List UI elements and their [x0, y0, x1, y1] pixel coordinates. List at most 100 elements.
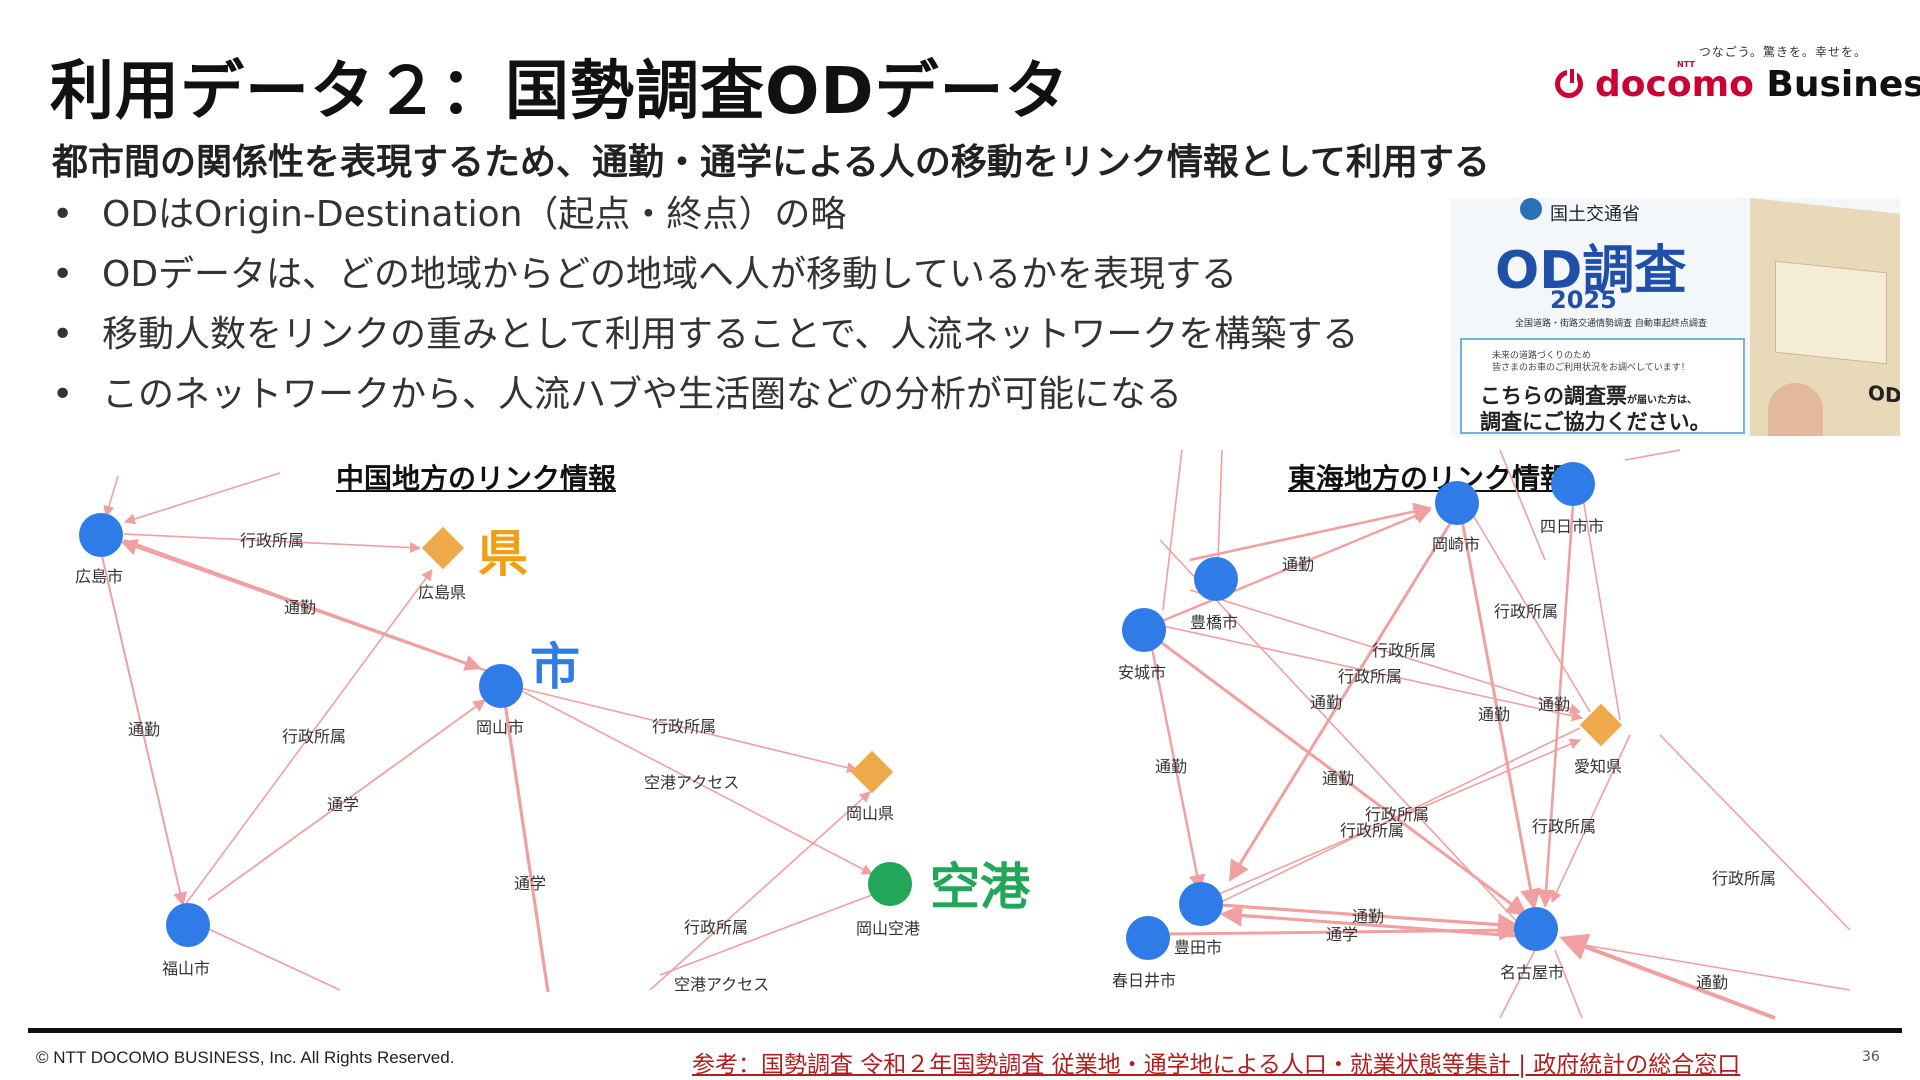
node-okayama-pref	[850, 750, 894, 794]
od-survey-image: 国土交通省 OD調査 2025 全国道路・街路交通情勢調査 自動車起終点調査 未…	[1450, 198, 1900, 436]
edge	[101, 555, 187, 907]
bullet-list: ODはOrigin-Destination（起点・終点）の略 ODデータは、どの…	[52, 190, 1358, 430]
edge-label: 通勤	[1538, 695, 1570, 714]
bullet-item: このネットワークから、人流ハブや生活圏などの分析が可能になる	[52, 370, 1358, 430]
edge-label: 行政所属	[1372, 641, 1436, 660]
page-title: 利用データ２：国勢調査ODデータ	[50, 55, 1070, 129]
edge	[1469, 509, 1591, 713]
node-hiroshima-city	[79, 513, 123, 557]
edge	[1219, 903, 1521, 936]
envelope-label: OD	[1868, 380, 1900, 408]
node-fukuyama-city	[166, 903, 210, 947]
node-label: 豊橋市	[1190, 613, 1238, 632]
edge	[1159, 539, 1521, 926]
tokai-section-title: 東海地方のリンク情報	[1288, 462, 1569, 495]
edge	[1499, 949, 1536, 1019]
edge-label: 通勤	[1155, 757, 1187, 776]
node-label: 豊田市	[1174, 938, 1222, 957]
legend-pref-label: 県	[478, 525, 528, 583]
page-number: 36	[1862, 1049, 1880, 1065]
edge	[123, 472, 281, 525]
edge	[1167, 919, 1521, 941]
node-aichi	[1579, 703, 1623, 747]
node-label: 愛知県	[1574, 757, 1622, 776]
edge	[1624, 449, 1681, 461]
node-okayama-city	[479, 664, 523, 708]
edge-label: 行政所属	[1338, 667, 1402, 686]
hand-image	[1768, 383, 1823, 436]
edge	[1537, 489, 1576, 908]
edge	[1499, 449, 1546, 561]
node-anjo	[1122, 608, 1166, 652]
edge-label: 通勤	[1310, 693, 1342, 712]
edge	[199, 924, 341, 991]
edge	[1551, 734, 1631, 904]
edge-label: 通勤	[128, 720, 160, 739]
edge	[1149, 632, 1528, 917]
edge-label: 行政所属	[282, 727, 346, 746]
legend-city-label: 市	[530, 638, 580, 696]
node-label: 春日井市	[1112, 971, 1176, 990]
od-survey-year: 2025	[1550, 286, 1617, 314]
edge-label: 通学	[1326, 925, 1358, 944]
node-label: 四日市市	[1540, 517, 1604, 536]
bullet-item: ODデータは、どの地域からどの地域へ人が移動しているかを表現する	[52, 250, 1358, 310]
edge	[1204, 738, 1582, 901]
node-label: 岡山市	[476, 718, 524, 737]
edge-label: 空港アクセス	[674, 975, 769, 994]
od-notice-line: 皆さまのお車のご利用状況をお調べしています！	[1492, 363, 1690, 373]
bullet-item: 移動人数をリンクの重みとして利用することで、人流ネットワークを構築する	[52, 310, 1358, 370]
edge	[1564, 938, 1851, 991]
edge-label: 通勤	[1322, 769, 1354, 788]
tokai-graph	[1144, 449, 1851, 1020]
edge-label: 通学	[514, 874, 546, 893]
logo-sub: Business	[1766, 64, 1920, 105]
edge-label: 行政所属	[240, 531, 304, 550]
edge	[1144, 621, 1584, 722]
edge	[1149, 508, 1432, 628]
edge	[1460, 519, 1541, 911]
bullet-item: ODはOrigin-Destination（起点・終点）の略	[52, 190, 1358, 250]
node-label: 広島市	[75, 567, 123, 586]
node-nagoya	[1514, 907, 1558, 951]
node-label: 岡山県	[846, 804, 894, 823]
node-toyohashi	[1194, 557, 1238, 601]
logo-main: docomo	[1595, 64, 1754, 105]
survey-form-image	[1775, 260, 1887, 365]
legend-airport-label: 空港	[930, 858, 1031, 916]
footer-divider	[28, 1028, 1902, 1033]
edge	[1659, 734, 1851, 931]
od-notice-box: 未来の道路づくりのため 皆さまのお車のご利用状況をお調べしています！ こちらの調…	[1460, 338, 1745, 434]
node-label: 福山市	[162, 959, 210, 978]
link-network-graphs: 広島市 広島県 岡山市 岡山県 岡山空港 福山市 行政所属 通勤 通勤 行政所属…	[75, 449, 1851, 1020]
edge	[503, 702, 550, 993]
edge	[519, 687, 859, 774]
node-label: 安城市	[1118, 663, 1166, 682]
node-label: 名古屋市	[1500, 963, 1564, 982]
edge	[207, 699, 487, 901]
edge	[1189, 589, 1582, 715]
edge-label: 通学	[327, 795, 359, 814]
mlit-logo-icon	[1520, 198, 1542, 220]
edge-label: 通勤	[284, 598, 316, 617]
od-notice-line: 未来の道路づくりのため	[1492, 351, 1592, 361]
node-label: 岡崎市	[1432, 535, 1480, 554]
od-ministry: 国土交通省	[1550, 204, 1640, 225]
edge	[184, 569, 433, 906]
chugoku-graph	[101, 472, 881, 993]
reference-link[interactable]: 参考：国勢調査 令和２年国勢調査 従業地・通学地による人口・就業状態等集計 | …	[692, 1052, 1741, 1078]
node-hiroshima-pref	[421, 526, 465, 570]
od-survey-caption: 全国道路・街路交通情勢調査 自動車起終点調査	[1515, 319, 1707, 329]
edge	[1219, 904, 1519, 938]
edge	[659, 891, 881, 976]
edge	[1162, 449, 1183, 611]
edge-label: 行政所属	[1340, 821, 1404, 840]
edge-label: 行政所属	[1712, 869, 1776, 888]
edge	[1579, 479, 1621, 721]
logo-wordmark: docomo Business	[1595, 64, 1920, 105]
edge-label: 通勤	[1352, 907, 1384, 926]
node-yokkaichi	[1551, 462, 1595, 506]
node-label: 広島県	[418, 583, 466, 602]
edge	[1559, 933, 1776, 1020]
edge	[649, 791, 871, 991]
